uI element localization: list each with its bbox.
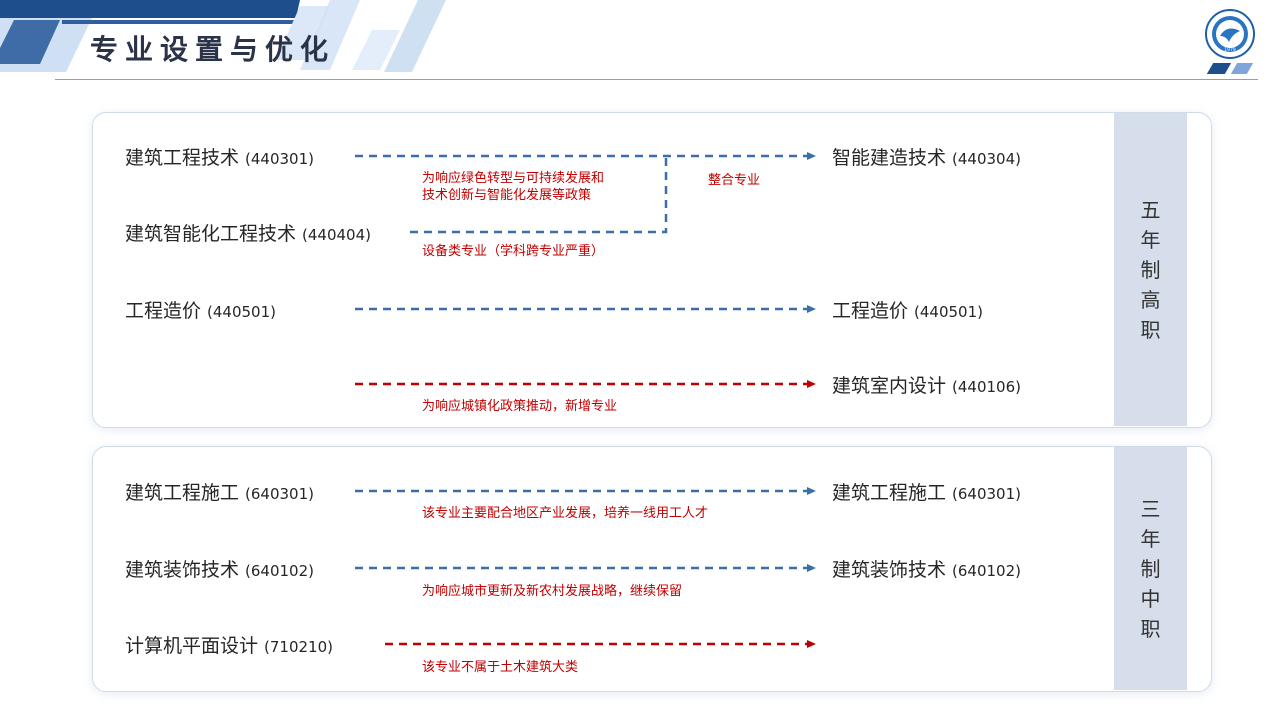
major-to: 建筑装饰技术 (640102) <box>832 555 1021 582</box>
major-to: 建筑工程施工 (640301) <box>832 478 1021 505</box>
major-to: 智能建造技术 (440304) <box>832 143 1021 170</box>
major-from: 计算机平面设计 (710210) <box>125 631 333 658</box>
five-year-label-char: 制 <box>1140 257 1161 282</box>
major-name: 工程造价 <box>832 300 909 322</box>
major-name: 建筑工程技术 <box>125 147 240 169</box>
major-name: 建筑室内设计 <box>832 375 947 397</box>
five-year-label-char: 五 <box>1140 197 1161 222</box>
major-code: (640102) <box>245 562 314 580</box>
major-code: (440301) <box>245 150 314 168</box>
major-name: 建筑智能化工程技术 <box>125 223 297 245</box>
major-from: 建筑工程技术 (440301) <box>125 143 314 170</box>
major-code: (440304) <box>952 150 1021 168</box>
merge-note: 整合专业 <box>708 173 761 188</box>
major-code: (440501) <box>914 303 983 321</box>
three-year-label: 三 年 制 中 职 <box>1114 447 1187 690</box>
header-decoration <box>0 0 446 72</box>
major-name: 计算机平面设计 <box>125 635 259 657</box>
major-code: (640301) <box>245 485 314 503</box>
five-year-label-char: 职 <box>1140 317 1161 342</box>
logo-bar-light <box>1230 63 1254 74</box>
major-to: 工程造价 (440501) <box>832 296 983 323</box>
major-to: 建筑室内设计 (440106) <box>832 371 1021 398</box>
three-year-label-char: 三 <box>1140 496 1161 521</box>
policy-note: 为响应城市更新及新农村发展战略，继续保留 <box>422 584 683 599</box>
major-name: 建筑装饰技术 <box>125 559 240 581</box>
policy-note: 设备类专业（学科跨专业严重） <box>422 244 605 259</box>
major-code: (440501) <box>207 303 276 321</box>
page-title: 专业设置与优化 <box>90 33 336 66</box>
three-year-label-char: 职 <box>1140 616 1161 641</box>
major-code: (440106) <box>952 378 1021 396</box>
policy-note-line: 技术创新与智能化发展等政策 <box>422 188 592 203</box>
major-name: 建筑工程施工 <box>125 482 240 504</box>
header-divider <box>55 79 1258 80</box>
major-code: (640301) <box>952 485 1021 503</box>
five-year-label-char: 高 <box>1140 287 1161 312</box>
major-code: (640102) <box>952 562 1021 580</box>
major-name: 工程造价 <box>125 300 202 322</box>
school-logo-icon: 1979 <box>1205 9 1255 59</box>
major-from: 建筑装饰技术 (640102) <box>125 555 314 582</box>
policy-note: 为响应城镇化政策推动，新增专业 <box>422 399 618 414</box>
three-year-label-char: 制 <box>1140 556 1161 581</box>
major-code: (440404) <box>302 226 371 244</box>
five-year-label-char: 年 <box>1140 227 1161 252</box>
logo-year: 1979 <box>1224 47 1236 53</box>
major-from: 工程造价 (440501) <box>125 296 276 323</box>
major-from: 建筑智能化工程技术 (440404) <box>125 219 371 246</box>
major-code: (710210) <box>264 638 333 656</box>
major-name: 建筑装饰技术 <box>832 559 947 581</box>
policy-note: 该专业主要配合地区产业发展，培养一线用工人才 <box>422 506 709 521</box>
logo-bar-dark <box>1206 63 1232 74</box>
major-from: 建筑工程施工 (640301) <box>125 478 314 505</box>
three-year-label-char: 中 <box>1140 586 1161 611</box>
policy-note-line: 为响应绿色转型与可持续发展和 <box>422 171 605 186</box>
major-name: 建筑工程施工 <box>832 482 947 504</box>
three-year-label-char: 年 <box>1140 526 1161 551</box>
policy-note: 为响应绿色转型与可持续发展和 技术创新与智能化发展等政策 <box>422 170 604 204</box>
major-name: 智能建造技术 <box>832 147 947 169</box>
policy-note: 该专业不属于土木建筑大类 <box>422 660 579 675</box>
five-year-label: 五 年 制 高 职 <box>1114 113 1187 426</box>
